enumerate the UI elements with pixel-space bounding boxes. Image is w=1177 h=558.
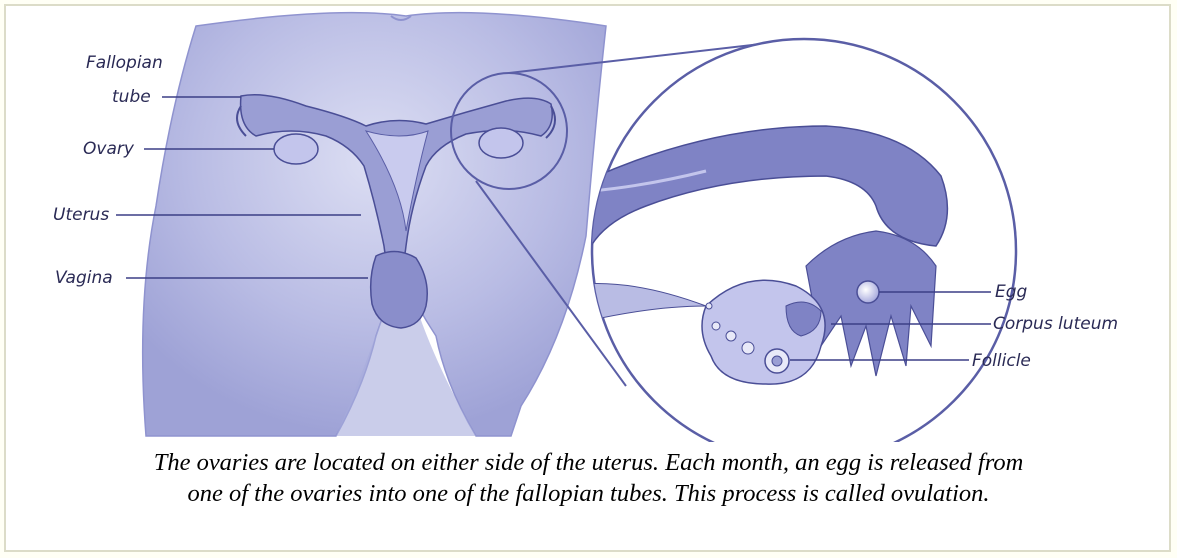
label-uterus: Uterus xyxy=(53,205,109,225)
label-fallopian-tube-line1: Fallopian xyxy=(86,53,163,73)
caption-line-1: The ovaries are located on either side o… xyxy=(8,447,1169,478)
label-ovary: Ovary xyxy=(83,139,135,159)
label-corpus-luteum: Corpus luteum xyxy=(993,314,1118,334)
label-egg: Egg xyxy=(995,282,1028,302)
label-fallopian-tube-line2: tube xyxy=(112,87,151,107)
magnified-view xyxy=(566,39,1016,442)
caption-line-2: one of the ovaries into one of the fallo… xyxy=(8,478,1169,509)
figure-caption: The ovaries are located on either side o… xyxy=(8,447,1169,509)
label-vagina: Vagina xyxy=(55,268,113,288)
reproductive-anatomy-diagram: Fallopian tube Ovary Uterus Vagina Egg C… xyxy=(6,6,1171,442)
label-follicle: Follicle xyxy=(972,351,1031,371)
